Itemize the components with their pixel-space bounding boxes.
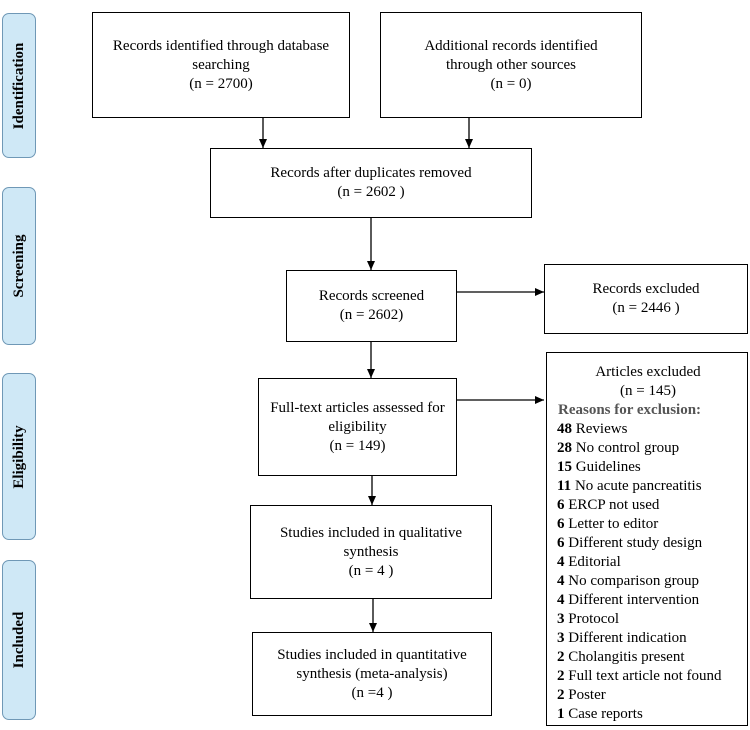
exclusion-reason-count: 6 — [557, 516, 565, 532]
after-duplicates-count: (n = 2602 ) — [337, 184, 405, 200]
exclusion-reason: 1 Case reports — [557, 705, 739, 724]
db-records-line1: Records identified through database — [112, 37, 330, 54]
exclusion-reason: 2 Cholangitis present — [557, 648, 739, 667]
other-records-line1: Additional records identified — [424, 37, 598, 54]
exclusion-reason-count: 48 — [557, 421, 572, 437]
exclusion-reason: 28 No control group — [557, 439, 739, 458]
quantitative-line2: synthesis (meta-analysis) — [296, 665, 448, 682]
exclusion-reason: 6 ERCP not used — [557, 496, 739, 515]
exclusion-reason: 11 No acute pancreatitis — [557, 477, 739, 496]
exclusion-reason: 4 No comparison group — [557, 572, 739, 591]
exclusion-reason: 6 Different study design — [557, 534, 739, 553]
other-records-box: Additional records identified through ot… — [380, 12, 642, 118]
exclusion-reason: 48 Reviews — [557, 420, 739, 439]
stage-eligibility: Eligibility — [2, 373, 36, 540]
exclusion-reason-text: Reviews — [572, 421, 628, 437]
exclusion-reason-text: Poster — [564, 687, 606, 703]
fulltext-assessed-box: Full-text articles assessed for eligibil… — [258, 378, 457, 476]
articles-excluded-box: Articles excluded (n = 145) Reasons for … — [546, 352, 748, 726]
exclusion-reason-count: 4 — [557, 554, 565, 570]
qualitative-count: (n = 4 ) — [348, 562, 394, 579]
exclusion-reason-count: 28 — [557, 440, 572, 456]
qualitative-line1: Studies included in qualitative — [279, 524, 463, 541]
db-records-box: Records identified through database sear… — [92, 12, 350, 118]
quantitative-count: (n =4 ) — [351, 684, 393, 701]
exclusion-reason-text: ERCP not used — [564, 497, 660, 513]
qualitative-synthesis-box: Studies included in qualitative synthesi… — [250, 505, 492, 599]
exclusion-reason-count: 2 — [557, 649, 565, 665]
fulltext-count: (n = 149) — [329, 437, 386, 454]
other-records-line2: through other sources — [446, 56, 576, 73]
exclusion-reason: 6 Letter to editor — [557, 515, 739, 534]
exclusion-reason: 2 Poster — [557, 686, 739, 705]
fulltext-line2: eligibility — [328, 418, 387, 435]
after-duplicates-line1: Records after duplicates removed — [270, 165, 472, 181]
quantitative-line1: Studies included in quantitative — [277, 646, 467, 663]
exclusion-reason-count: 2 — [557, 668, 565, 684]
records-excluded-box: Records excluded (n = 2446 ) — [544, 264, 748, 334]
stage-included: Included — [2, 560, 36, 720]
after-duplicates-box: Records after duplicates removed (n = 26… — [210, 148, 532, 218]
records-screened-line1: Records screened — [318, 288, 425, 304]
exclusion-reason: 3 Different indication — [557, 629, 739, 648]
other-records-count: (n = 0) — [490, 75, 532, 92]
db-records-line2: searching — [192, 56, 250, 73]
quantitative-synthesis-box: Studies included in quantitative synthes… — [252, 632, 492, 716]
exclusion-reason-text: No acute pancreatitis — [571, 478, 702, 494]
exclusion-reason-text: Different indication — [564, 630, 687, 646]
exclusion-reason-count: 1 — [557, 706, 565, 722]
exclusion-reason-text: No comparison group — [564, 573, 700, 589]
stage-screening: Screening — [2, 187, 36, 345]
articles-excluded-count: (n = 145) — [620, 383, 676, 399]
records-screened-count: (n = 2602) — [339, 307, 404, 323]
exclusion-reason-text: Editorial — [564, 554, 621, 570]
exclusion-reason-count: 15 — [557, 459, 572, 475]
reasons-heading: Reasons for exclusion: — [558, 402, 702, 418]
exclusion-reason-count: 4 — [557, 592, 565, 608]
db-records-count: (n = 2700) — [189, 75, 253, 92]
exclusion-reason-count: 4 — [557, 573, 565, 589]
exclusion-reason: 3 Protocol — [557, 610, 739, 629]
exclusion-reason-count: 6 — [557, 497, 565, 513]
exclusion-reason-text: Protocol — [564, 611, 620, 627]
exclusion-reason-text: Letter to editor — [564, 516, 659, 532]
exclusion-reason-text: Case reports — [564, 706, 643, 722]
exclusion-reason-text: Different study design — [564, 535, 703, 551]
exclusion-reason-count: 2 — [557, 687, 565, 703]
articles-excluded-line1: Articles excluded — [595, 364, 701, 380]
exclusion-reason-text: Guidelines — [572, 459, 641, 475]
records-excluded-line1: Records excluded — [592, 281, 700, 297]
exclusion-reason-count: 6 — [557, 535, 565, 551]
exclusion-reason-text: Different intervention — [564, 592, 700, 608]
exclusion-reason-text: No control group — [572, 440, 680, 456]
exclusion-reason: 4 Editorial — [557, 553, 739, 572]
exclusion-reason-count: 3 — [557, 611, 565, 627]
exclusion-reason-text: Full text article not found — [564, 668, 722, 684]
exclusion-reason-text: Cholangitis present — [564, 649, 685, 665]
exclusion-reason: 4 Different intervention — [557, 591, 739, 610]
stage-identification: Identification — [2, 13, 36, 158]
fulltext-line1: Full-text articles assessed for — [270, 399, 445, 416]
records-screened-box: Records screened (n = 2602) — [286, 270, 457, 342]
records-excluded-count: (n = 2446 ) — [612, 300, 680, 316]
exclusion-reason: 2 Full text article not found — [557, 667, 739, 686]
qualitative-line2: synthesis — [343, 543, 399, 560]
exclusion-reason-count: 11 — [557, 478, 572, 494]
exclusion-reason-count: 3 — [557, 630, 565, 646]
exclusion-reason: 15 Guidelines — [557, 458, 739, 477]
